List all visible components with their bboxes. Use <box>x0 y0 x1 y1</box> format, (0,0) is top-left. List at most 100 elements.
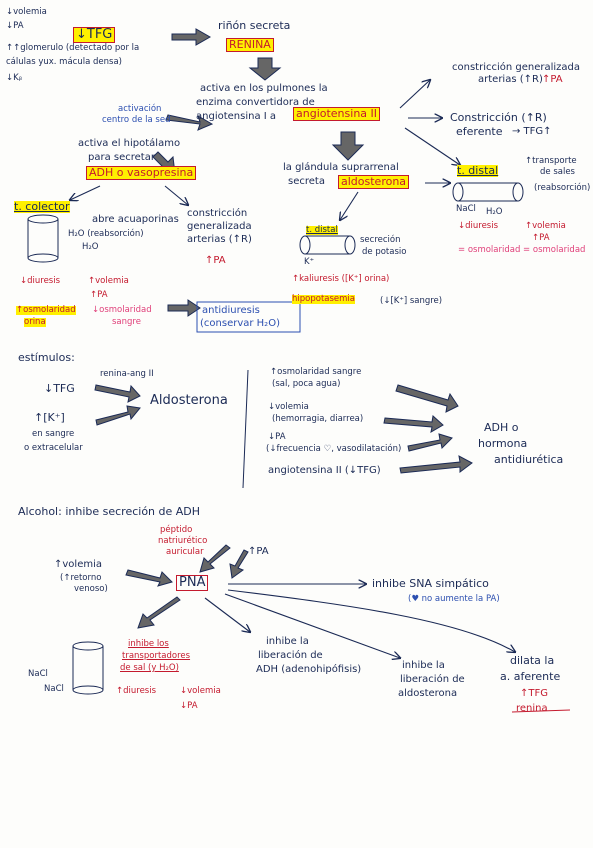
arrow-pna-down-left <box>137 596 181 629</box>
pa-left-small: ↑PA <box>90 290 108 300</box>
inhibe-transporte-3: de sal (y H₂O) <box>120 663 179 673</box>
estimulo-pa-1: ↓PA <box>268 432 286 442</box>
renina-cross <box>511 709 571 713</box>
pna-volemia-down: ↓volemia <box>180 686 221 696</box>
arrow-ang-down <box>331 131 365 161</box>
arrow-volemia-pna <box>125 569 173 587</box>
osm-sangre-2: sangre <box>112 317 141 327</box>
arrow-pa-adh <box>407 433 453 452</box>
arrow-osm-adh <box>395 384 459 413</box>
dilata-1: dilata la <box>510 654 555 667</box>
arrow-ang-adh <box>399 455 473 474</box>
antidiuresis-box <box>196 301 301 333</box>
pna-diuresis: ↑diuresis <box>116 686 157 696</box>
h2o-reabsorcion: H₂O (reabsorción) <box>68 229 144 239</box>
constriccion-left-2: generalizada <box>187 221 252 232</box>
adh-vasopresina-label: ADH o vasopresina <box>86 166 197 181</box>
hipopotasemia: hipopotasemia <box>292 294 355 305</box>
inhibe-aldo-1: inhibe la <box>402 660 445 671</box>
arrow-tfg-to-renina <box>171 28 212 46</box>
pna-label: PNA <box>176 575 209 592</box>
estimulos-title: estímulos: <box>18 351 75 364</box>
estimulo-volemia-2: (hemorragia, diarrea) <box>272 414 364 424</box>
constriccion-left-3: arterias (↑R) <box>187 234 252 245</box>
transporte-1: ↑transporte <box>525 156 577 166</box>
renina-label: RENINA <box>226 38 274 53</box>
arrow-pna-adh <box>204 597 250 632</box>
alcohol-note: Alcohol: inhibe secreción de ADH <box>18 505 201 518</box>
glandula-1: la glándula suprarrenal <box>283 162 399 173</box>
divider-line <box>242 369 249 489</box>
arrow-ang-to-distal <box>404 127 460 165</box>
t-colector: t. colector <box>14 200 70 214</box>
estimulo-pa-2: (↓frecuencia ♡, vasodilatación) <box>266 444 402 454</box>
pna-tube-body <box>72 646 104 690</box>
t-distal-small: t. distal <box>306 225 338 236</box>
thick-arrows <box>94 28 473 629</box>
inhibe-adh-2: liberación de <box>258 650 323 661</box>
inhibe-aldo-2: liberación de <box>400 674 465 685</box>
activacion-sed-2: centro de la sed <box>102 115 171 125</box>
distal-small-tube <box>305 235 350 255</box>
estimulo-tfg: ↓TFG <box>44 382 75 395</box>
note-pa: ↓PA <box>6 21 24 31</box>
activa-line-2: enzima convertidora de <box>196 97 315 108</box>
constriccion-eferente-1: Constricción (↑R) <box>450 111 547 124</box>
pna-volemia: ↑volemia <box>54 559 102 570</box>
pna-pa-down: ↓PA <box>180 701 198 711</box>
adh-3: antidiurética <box>494 453 564 466</box>
estimulo-k-3: o extracelular <box>24 443 83 453</box>
arrow-ang-to-constriccion <box>399 80 430 109</box>
arrow-pa-pna <box>229 549 249 579</box>
constriccion-general-pa: ↑PA <box>542 74 563 85</box>
note-kf: ↓Kᵦ <box>6 73 23 83</box>
pna-tube-top <box>72 641 104 651</box>
t-distal-right: t. distal <box>457 164 499 178</box>
abre-acuaporinas: abre acuaporinas <box>92 214 179 225</box>
pna-retorno-1: (↑retorno <box>60 573 102 583</box>
dilata-2: a. aferente <box>500 670 561 683</box>
volemia-left: ↑volemia <box>88 276 129 286</box>
colector-top <box>27 214 59 224</box>
colector-bottom <box>27 253 59 263</box>
inhibe-sna: inhibe SNA simpático <box>372 577 489 590</box>
osm-orina-2: orina <box>24 317 46 328</box>
antidiuresis-1: antidiuresis <box>202 305 260 316</box>
activa-hipotalamo-1: activa el hipotálamo <box>78 138 181 149</box>
inhibe-adh-1: inhibe la <box>266 636 309 647</box>
kaliuresis: ↑kaliuresis ([K⁺] orina) <box>292 274 390 284</box>
antidiuresis-2: (conservar H₂O) <box>200 318 280 329</box>
constriccion-eferente-3: → TFG↑ <box>512 126 552 137</box>
adh-1: ADH o <box>484 421 519 434</box>
rinon-secreta: riñón secreta <box>218 19 291 32</box>
nacl-pna-1: NaCl <box>28 669 48 679</box>
diuresis-right: ↓diuresis <box>458 221 499 231</box>
note-macula: cálulas yux. mácula densa) <box>6 57 122 67</box>
arrow-pna-aldo <box>224 593 400 658</box>
inhibe-adh-3: ADH (adenohipófisis) <box>256 664 362 675</box>
glandula-2: secreta <box>288 176 325 187</box>
arrow-pna-dilata <box>227 589 515 652</box>
aldosterona-label: aldosterona <box>338 175 410 190</box>
peptido-1: péptido <box>160 525 193 535</box>
constriccion-eferente-2: eferente <box>456 125 503 138</box>
tfg-label: ↓TFG <box>73 27 116 44</box>
peptido-3: auricular <box>166 547 204 557</box>
estimulo-k-2: en sangre <box>32 429 75 439</box>
note-volemia: ↓volemia <box>6 7 47 17</box>
pna-retorno-2: venoso) <box>74 584 108 594</box>
diuresis-left: ↓diuresis <box>20 276 61 286</box>
osmolaridad-right: = osmolaridad = osmolaridad <box>458 245 586 255</box>
thin-arrows <box>70 80 515 658</box>
h2o-left: H₂O <box>82 242 99 252</box>
distal-right-tube <box>458 182 518 202</box>
inhibe-transporte-2: transportadores <box>122 651 191 661</box>
arrow-renina-down <box>248 57 282 81</box>
no-aumente-pa: (♥ no aumente la PA) <box>408 594 500 604</box>
arrow-adh-to-colector <box>70 185 101 200</box>
arrow-tfg-aldo <box>94 384 141 403</box>
estimulo-osm-1: ↑osmolaridad sangre <box>270 367 362 377</box>
constriccion-general-1: constricción generalizada <box>452 62 581 73</box>
